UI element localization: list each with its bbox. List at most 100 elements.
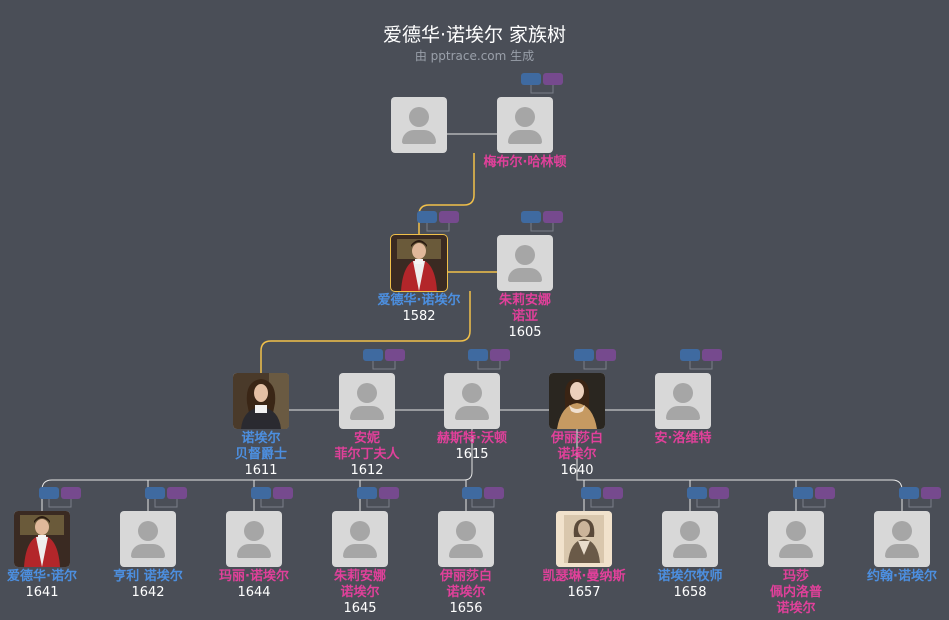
- add-male-button[interactable]: [417, 211, 437, 223]
- person-head-icon: [456, 521, 476, 541]
- person-name[interactable]: 玛丽·诺埃尔: [194, 569, 314, 585]
- person-node-anne-l[interactable]: 安·洛维特: [623, 373, 743, 447]
- person-name[interactable]: 梅布尔·哈林顿: [465, 155, 585, 171]
- add-male-button[interactable]: [39, 487, 59, 499]
- button-connector: [471, 499, 495, 508]
- add-male-button[interactable]: [574, 349, 594, 361]
- avatar-placeholder[interactable]: [438, 511, 494, 567]
- add-female-button[interactable]: [379, 487, 399, 499]
- person-photo[interactable]: [14, 511, 70, 567]
- person-name[interactable]: 朱莉安娜诺亚: [465, 293, 585, 325]
- add-male-button[interactable]: [581, 487, 601, 499]
- add-female-button[interactable]: [815, 487, 835, 499]
- person-head-icon: [357, 383, 377, 403]
- person-name-line: 佩内洛普: [769, 585, 822, 600]
- person-name-line: 朱莉安娜: [498, 293, 551, 308]
- avatar-placeholder[interactable]: [332, 511, 388, 567]
- add-female-button[interactable]: [439, 211, 459, 223]
- person-node-g1-mother[interactable]: 梅布尔·哈林顿: [465, 97, 585, 171]
- person-name-line: 玛丽·诺埃尔: [219, 569, 289, 584]
- avatar-placeholder[interactable]: [339, 373, 395, 429]
- person-name[interactable]: 爱德华·诺尔: [0, 569, 102, 585]
- avatar-placeholder[interactable]: [444, 373, 500, 429]
- add-female-button[interactable]: [385, 349, 405, 361]
- add-female-button[interactable]: [273, 487, 293, 499]
- avatar-placeholder[interactable]: [120, 511, 176, 567]
- person-name[interactable]: 凯瑟琳·曼纳斯: [524, 569, 644, 585]
- add-male-button[interactable]: [357, 487, 377, 499]
- person-name[interactable]: 玛莎佩内洛普诺埃尔: [736, 569, 856, 617]
- person-photo[interactable]: [549, 373, 605, 429]
- add-female-button[interactable]: [596, 349, 616, 361]
- person-name[interactable]: 安妮菲尔丁夫人: [307, 431, 427, 463]
- add-male-button[interactable]: [899, 487, 919, 499]
- person-name[interactable]: 约翰·诺埃尔: [842, 569, 949, 585]
- button-connector: [48, 499, 72, 508]
- person-name[interactable]: 诺埃尔贝督爵士: [201, 431, 321, 463]
- person-name[interactable]: 伊丽莎白诺埃尔: [406, 569, 526, 601]
- person-name[interactable]: 伊丽莎白诺埃尔: [517, 431, 637, 463]
- add-female-button[interactable]: [490, 349, 510, 361]
- portrait-engraving-image: [556, 511, 612, 567]
- add-male-button[interactable]: [793, 487, 813, 499]
- add-male-button[interactable]: [145, 487, 165, 499]
- add-female-button[interactable]: [543, 73, 563, 85]
- add-female-button[interactable]: [543, 211, 563, 223]
- person-name-line: 梅布尔·哈林顿: [483, 155, 567, 170]
- add-female-button[interactable]: [702, 349, 722, 361]
- person-name[interactable]: 亨利 诺埃尔: [88, 569, 208, 585]
- add-male-button[interactable]: [521, 73, 541, 85]
- add-male-button[interactable]: [363, 349, 383, 361]
- add-female-button[interactable]: [167, 487, 187, 499]
- person-photo[interactable]: [556, 511, 612, 567]
- person-name[interactable]: 朱莉安娜诺埃尔: [300, 569, 420, 601]
- avatar-placeholder[interactable]: [226, 511, 282, 567]
- person-photo[interactable]: [390, 234, 448, 292]
- add-female-button[interactable]: [921, 487, 941, 499]
- avatar-placeholder[interactable]: [768, 511, 824, 567]
- avatar-placeholder[interactable]: [497, 235, 553, 291]
- avatar-placeholder[interactable]: [662, 511, 718, 567]
- person-node-c8[interactable]: 玛莎佩内洛普诺埃尔: [736, 511, 856, 617]
- avatar-placeholder[interactable]: [497, 97, 553, 153]
- avatar-placeholder[interactable]: [655, 373, 711, 429]
- person-head-icon: [673, 383, 693, 403]
- person-photo[interactable]: [233, 373, 289, 429]
- add-male-button[interactable]: [521, 211, 541, 223]
- add-male-button[interactable]: [680, 349, 700, 361]
- avatar-placeholder[interactable]: [391, 97, 447, 153]
- add-male-button[interactable]: [251, 487, 271, 499]
- person-node-g1-father[interactable]: [359, 97, 479, 153]
- person-name[interactable]: 爱德华·诺埃尔: [359, 293, 479, 309]
- add-female-button[interactable]: [709, 487, 729, 499]
- add-female-button[interactable]: [61, 487, 81, 499]
- person-node-c9[interactable]: 约翰·诺埃尔: [842, 511, 949, 585]
- person-name[interactable]: 安·洛维特: [623, 431, 743, 447]
- person-name[interactable]: 赫斯特·沃顿: [412, 431, 532, 447]
- avatar-placeholder[interactable]: [874, 511, 930, 567]
- person-body-icon: [343, 544, 377, 558]
- button-connector: [530, 85, 554, 94]
- person-name[interactable]: 诺埃尔牧师: [630, 569, 750, 585]
- person-name-line: 菲尔丁夫人: [334, 447, 400, 462]
- add-female-button[interactable]: [603, 487, 623, 499]
- person-name-line: 爱德华·诺埃尔: [377, 293, 461, 308]
- add-female-button[interactable]: [484, 487, 504, 499]
- add-male-button[interactable]: [468, 349, 488, 361]
- add-male-button[interactable]: [462, 487, 482, 499]
- add-male-button[interactable]: [687, 487, 707, 499]
